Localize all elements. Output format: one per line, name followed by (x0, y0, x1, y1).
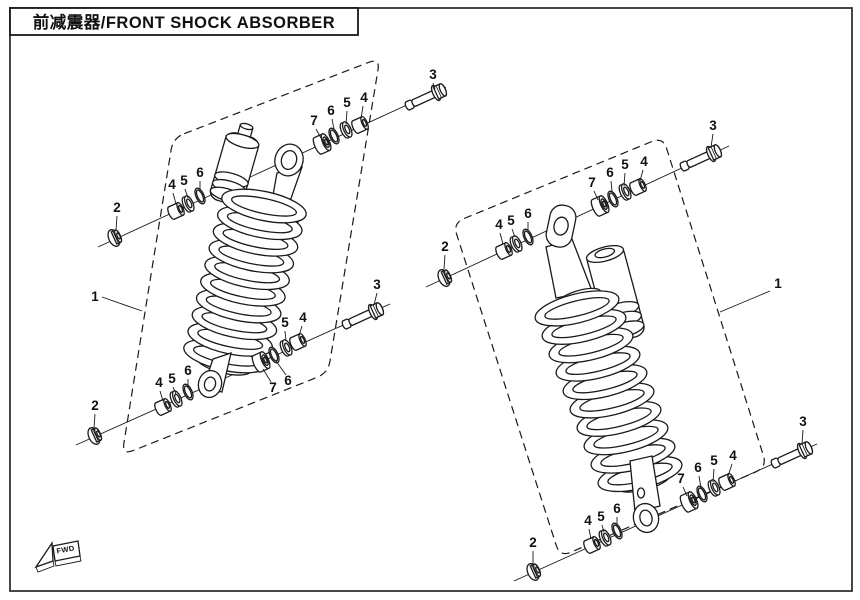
callout-5: 5 (180, 173, 188, 188)
callout-6: 6 (327, 103, 335, 118)
nut-2 (104, 226, 125, 249)
figure-right-shock: 1 2 4 5 6 7 6 5 4 3 2 4 5 6 7 6 5 4 3 (425, 118, 818, 583)
page-title: 前减震器/FRONT SHOCK ABSORBER (33, 12, 335, 32)
clevis-slot (636, 487, 646, 499)
upper-eyelet (274, 143, 304, 177)
title-box (9, 7, 359, 36)
bolt-3 (767, 438, 816, 473)
coil-spring-right (531, 283, 686, 500)
fwd-arrow-extrusion (54, 555, 82, 567)
callout-2: 2 (113, 200, 121, 215)
callout-6: 6 (284, 373, 292, 388)
callout-6: 6 (184, 363, 192, 378)
callout-5: 5 (597, 509, 605, 524)
bolt-3 (676, 141, 725, 176)
callout-3: 3 (429, 67, 437, 82)
callout-labels-left: 1 2 4 5 6 7 6 5 4 3 2 4 5 6 5 4 7 6 3 (91, 67, 437, 413)
cup-7 (677, 489, 701, 514)
fwd-arrow-head (34, 541, 54, 569)
leader-lines-right (443, 133, 804, 564)
callout-6: 6 (613, 501, 621, 516)
callout-3: 3 (799, 414, 807, 429)
lower-clevis-eye (632, 502, 660, 534)
nut-2 (523, 560, 544, 583)
leader-lines-left (93, 82, 436, 429)
assembly-outline-left (123, 60, 379, 453)
fwd-label: FWD (56, 543, 76, 555)
callout-4: 4 (584, 513, 592, 528)
callout-5: 5 (710, 453, 718, 468)
nut-2 (434, 266, 455, 289)
shock-absorber-body-left (180, 122, 310, 399)
upper-mount-axis-left (97, 86, 447, 248)
spacer-4 (581, 535, 603, 555)
callout-4: 4 (360, 90, 368, 105)
shock-absorber-body-right (531, 204, 686, 534)
callout-5: 5 (343, 95, 351, 110)
ring-6 (520, 227, 536, 247)
page-border (9, 7, 853, 592)
callout-6: 6 (606, 165, 614, 180)
callout-6: 6 (524, 206, 532, 221)
callout-3: 3 (373, 277, 381, 292)
callout-5: 5 (507, 213, 515, 228)
callout-7: 7 (677, 471, 685, 486)
callout-4: 4 (299, 310, 307, 325)
title-block: 前减震器/FRONT SHOCK ABSORBER (9, 7, 359, 36)
callout-4: 4 (495, 217, 503, 232)
callout-1: 1 (774, 276, 782, 291)
callout-5: 5 (621, 157, 629, 172)
callout-6: 6 (196, 165, 204, 180)
fwd-arrow-extrusion (35, 560, 55, 573)
lower-clevis-arm (629, 455, 661, 513)
callout-5: 5 (281, 315, 289, 330)
figure-left-shock: 1 2 4 5 6 7 6 5 4 3 2 4 5 6 5 4 7 6 3 (75, 60, 450, 453)
callout-7: 7 (269, 380, 277, 395)
fwd-direction-marker: FWD (34, 540, 82, 573)
upper-clevis-eye (545, 204, 577, 248)
callout-4: 4 (155, 375, 163, 390)
callout-7: 7 (588, 175, 596, 190)
callout-labels-right: 1 2 4 5 6 7 6 5 4 3 2 4 5 6 7 6 5 4 3 (441, 118, 807, 550)
callout-7: 7 (310, 113, 318, 128)
callout-2: 2 (91, 398, 99, 413)
callout-1: 1 (91, 289, 99, 304)
bolt-3 (338, 299, 387, 334)
lower-clevis-eye (197, 369, 223, 399)
callout-2: 2 (529, 535, 537, 550)
upper-mount-axis-right (425, 145, 730, 288)
callout-3: 3 (709, 118, 717, 133)
callout-4: 4 (729, 448, 737, 463)
lower-mount-axis-right (513, 443, 818, 582)
callout-5: 5 (168, 371, 176, 386)
spacer-4 (349, 115, 371, 135)
nut-2 (84, 424, 105, 447)
bolt-3 (401, 80, 450, 115)
callout-4: 4 (168, 177, 176, 192)
cup-7 (588, 193, 612, 218)
callout-6: 6 (694, 460, 702, 475)
callout-2: 2 (441, 239, 449, 254)
callout-4: 4 (640, 154, 648, 169)
